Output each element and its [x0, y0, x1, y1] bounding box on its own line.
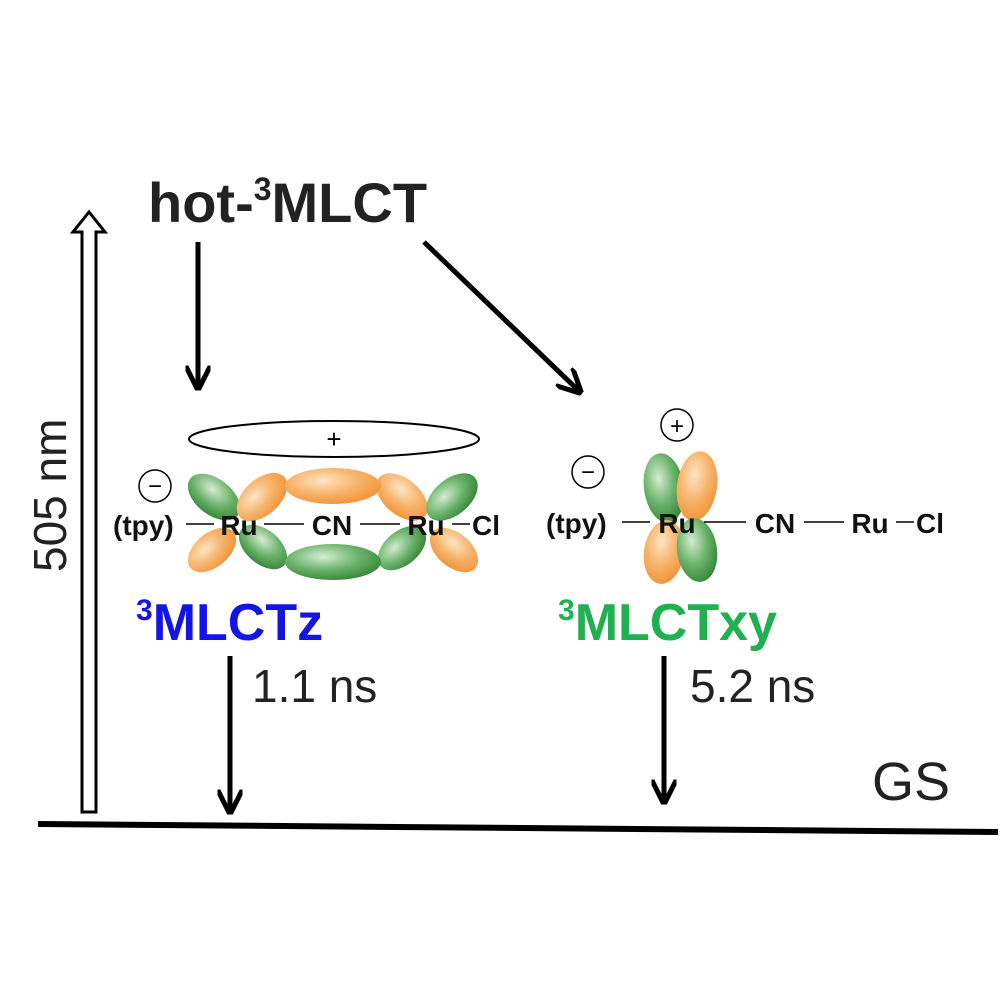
ground-state-label: GS	[872, 752, 950, 812]
excitation-arrow	[69, 209, 109, 814]
orbital-lobe	[377, 525, 427, 571]
orbital-lobe	[187, 527, 237, 573]
molecule-xy: + − (tpy) Ru CN Ru Cl	[546, 408, 944, 584]
minus-charge-xy: −	[581, 459, 595, 486]
lifetime-xy: 5.2 ns	[690, 660, 815, 712]
molecule-z: + − (tpy) Ru CN Ru Cl	[113, 420, 500, 580]
atom-ru2-z: Ru	[407, 510, 444, 541]
charge-cloud-ellipse	[188, 420, 480, 458]
state-label-xy: 3MLCTxy	[558, 594, 777, 652]
minus-charge-z: −	[148, 473, 162, 500]
bridge-orbital-top	[285, 468, 381, 504]
orbital-lobe	[236, 472, 288, 522]
ligand-tpy-z: (tpy)	[113, 510, 174, 541]
orbital-lobe	[676, 451, 718, 521]
plus-charge-z: +	[326, 424, 341, 454]
plus-charge-circle-xy	[660, 408, 694, 442]
lifetime-z: 1.1 ns	[252, 660, 377, 712]
excitation-label: 505 nm	[24, 419, 76, 572]
ground-state-line	[37, 821, 999, 835]
atom-ru1-z: Ru	[220, 510, 257, 541]
orbital-lobe	[643, 520, 685, 584]
minus-charge-circle-z	[138, 469, 172, 503]
atom-ru2-xy: Ru	[851, 508, 888, 539]
orbital-lobe	[676, 518, 718, 582]
atom-cl-z: Cl	[472, 510, 500, 541]
minus-charge-circle-xy	[571, 455, 605, 489]
orbital-lobe	[187, 473, 241, 521]
bridge-cn-xy: CN	[755, 508, 795, 539]
ligand-tpy-xy: (tpy)	[546, 508, 607, 539]
orbital-lobe	[376, 473, 428, 521]
hot-mlct-label: hot-3MLCT	[148, 171, 427, 234]
atom-cl-xy: Cl	[916, 508, 944, 539]
plus-charge-xy: +	[670, 413, 684, 440]
orbital-lobe	[643, 453, 685, 523]
bridge-cn-z: CN	[312, 510, 352, 541]
orbital-lobe	[238, 524, 288, 570]
arrow-hot-to-xy	[422, 240, 580, 392]
bridge-orbital-bottom	[285, 544, 381, 580]
orbital-lobe	[429, 527, 479, 573]
state-label-z: 3MLCTz	[136, 594, 323, 652]
orbital-lobe	[426, 473, 478, 521]
atom-ru1-xy: Ru	[658, 508, 695, 539]
